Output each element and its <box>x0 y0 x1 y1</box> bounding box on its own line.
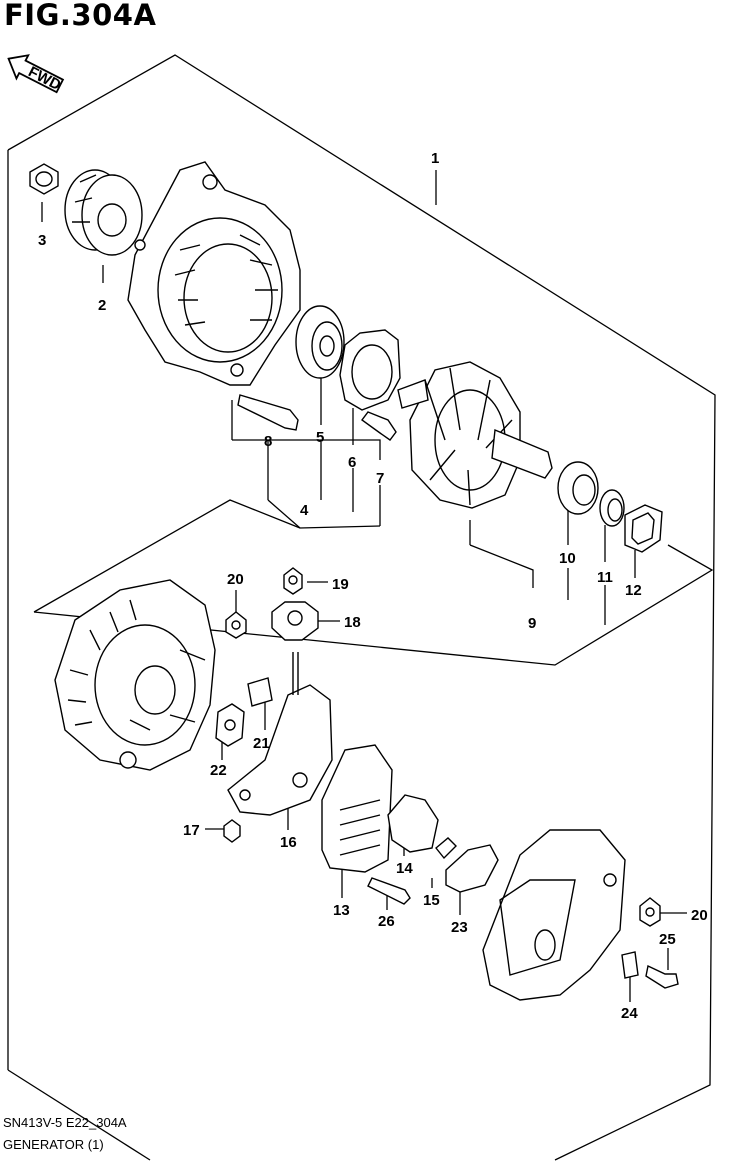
bearing-part <box>295 305 345 379</box>
brush-holder-part <box>387 794 439 853</box>
callout-4: 4 <box>300 502 309 519</box>
regulator-part <box>321 744 393 873</box>
front-housing-part <box>127 161 301 386</box>
terminal-cover-part <box>445 844 499 893</box>
callout-21: 21 <box>253 735 270 752</box>
bracket-part <box>621 951 639 979</box>
brush-screw-part <box>435 837 457 860</box>
callout-6: 6 <box>348 454 356 471</box>
rear-end-cover-part <box>482 829 626 1001</box>
callout-22: 22 <box>210 762 227 779</box>
callout-15: 15 <box>423 892 440 909</box>
callout-20: 20 <box>227 571 244 588</box>
fwd-arrow-icon: FWD <box>7 54 65 94</box>
bearing-ring-part <box>599 489 625 527</box>
bearing-cover-part <box>624 504 663 553</box>
callout-numbers: 1 2 3 4 5 6 7 8 9 10 11 12 13 14 15 16 1… <box>38 150 708 1022</box>
screw-part <box>361 411 397 441</box>
callout-13: 13 <box>333 902 350 919</box>
callout-20-right: 20 <box>691 907 708 924</box>
callout-5: 5 <box>316 429 324 446</box>
flange-nut-part <box>225 611 247 639</box>
figure-title: FIG.304A <box>4 0 157 32</box>
terminal-insulator-part <box>271 601 319 641</box>
fwd-label: FWD <box>25 63 63 94</box>
callout-12: 12 <box>625 582 642 599</box>
callout-10: 10 <box>559 550 576 567</box>
clip-part <box>247 677 273 707</box>
callout-24: 24 <box>621 1005 638 1022</box>
callout-2: 2 <box>98 297 106 314</box>
bearing-retainer-plate <box>339 329 401 411</box>
callout-16: 16 <box>280 834 297 851</box>
flange-nut-right-part <box>639 897 661 927</box>
rectifier-part <box>227 652 333 816</box>
long-screw-part <box>367 877 411 905</box>
bolt-part <box>645 964 679 989</box>
small-screw-part <box>223 819 241 843</box>
callout-14: 14 <box>396 860 413 877</box>
callout-18: 18 <box>344 614 361 631</box>
model-code: SN413V-5 E22_304A <box>3 1115 127 1130</box>
callout-17: 17 <box>183 822 200 839</box>
callout-11: 11 <box>597 569 613 586</box>
assembly-outline <box>7 54 716 1161</box>
callout-3: 3 <box>38 232 46 249</box>
rotor-part <box>397 361 553 509</box>
callout-7: 7 <box>376 470 384 487</box>
cap-nut-part <box>283 567 303 595</box>
figure-description: GENERATOR (1) <box>3 1137 104 1152</box>
callout-8: 8 <box>264 433 272 450</box>
nut-part <box>29 163 59 195</box>
callout-1: 1 <box>431 150 439 167</box>
stud-bolt-part <box>237 394 299 431</box>
callout-19: 19 <box>332 576 349 593</box>
rear-housing-part <box>54 579 216 771</box>
rear-bearing-part <box>557 461 599 515</box>
pulley-part <box>64 169 143 256</box>
plate-part <box>215 703 245 747</box>
callout-25: 25 <box>659 931 676 948</box>
callout-26: 26 <box>378 913 395 930</box>
callout-23: 23 <box>451 919 468 936</box>
callout-9: 9 <box>528 615 536 632</box>
